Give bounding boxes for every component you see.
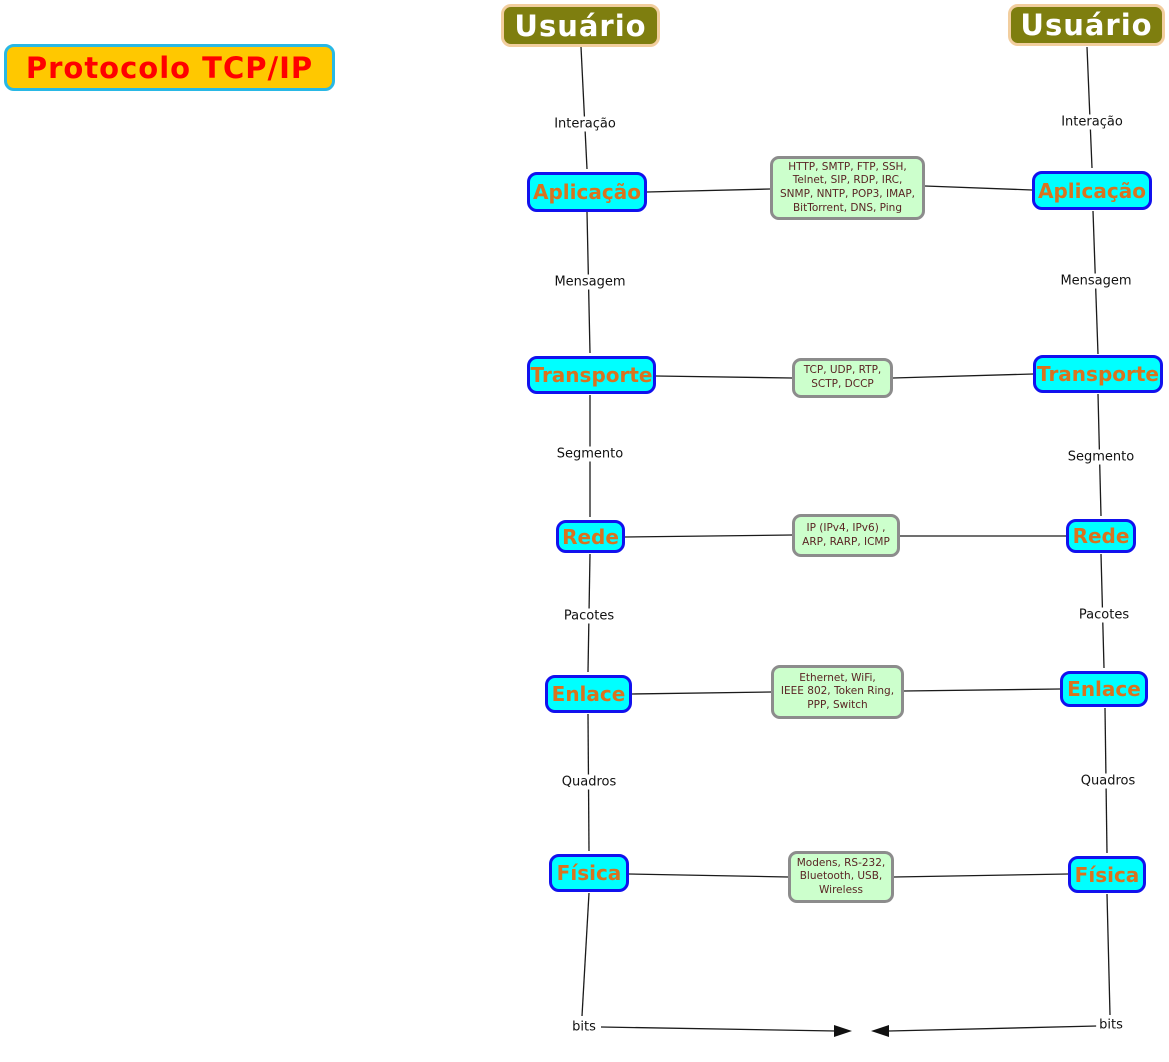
layer-label: Aplicação: [533, 180, 641, 204]
layer-node-rede-right: Rede: [1066, 519, 1136, 553]
layer-node-aplicacao-left: Aplicação: [527, 172, 647, 212]
edge-label-quadros-left: Quadros: [558, 774, 620, 790]
user-label: Usuário: [1020, 8, 1153, 42]
layer-node-transporte-right: Transporte: [1033, 355, 1163, 393]
layer-label: Rede: [1072, 524, 1130, 548]
layer-node-transporte-left: Transporte: [527, 356, 656, 394]
connector-line: [580, 46, 588, 170]
edge-label-segmento-right: Segmento: [1064, 449, 1138, 465]
user-node-left: Usuário: [501, 4, 660, 47]
edge-label-interacao-right: Interação: [1058, 114, 1126, 130]
layer-node-rede-left: Rede: [556, 520, 625, 553]
connector-line: [581, 892, 590, 1017]
protocol-line: ARP, RARP, ICMP: [802, 535, 890, 548]
protocol-box-physical: Modens, RS-232, Bluetooth, USB, Wireless: [788, 851, 894, 903]
layer-label: Física: [1074, 862, 1140, 887]
layer-node-enlace-left: Enlace: [545, 675, 632, 713]
edge-label-segmento-left: Segmento: [553, 446, 627, 462]
protocol-box-application: HTTP, SMTP, FTP, SSH, Telnet, SIP, RDP, …: [770, 156, 925, 220]
layer-label: Enlace: [1067, 677, 1141, 701]
arrowhead-left-pointing: [871, 1025, 889, 1037]
edge-label-interacao-left: Interação: [551, 116, 619, 132]
edge-label-mensagem-right: Mensagem: [1057, 273, 1135, 289]
connector-line: [628, 873, 789, 878]
connector-line: [631, 691, 772, 695]
protocol-line: SNMP, NNTP, POP3, IMAP,: [779, 188, 915, 200]
layer-label: Enlace: [551, 682, 626, 706]
connector-line: [924, 185, 1033, 191]
bits-arrow-line-right: [887, 1025, 1098, 1032]
edge-label-pacotes-left: Pacotes: [560, 608, 618, 624]
protocol-line: HTTP, SMTP, FTP, SSH,: [788, 160, 907, 173]
protocol-line: TCP, UDP, RTP,: [803, 364, 882, 377]
connector-line: [1106, 893, 1111, 1016]
protocol-line: SCTP, DCCP: [811, 378, 874, 390]
protocol-line: PPP, Switch: [807, 698, 868, 711]
user-label: Usuário: [514, 8, 647, 43]
arrowhead-right-pointing: [834, 1025, 852, 1037]
connector-line: [893, 873, 1069, 878]
connector-line: [903, 688, 1061, 692]
protocol-box-link: Ethernet, WiFi, IEEE 802, Token Ring, PP…: [771, 665, 904, 719]
edge-label-mensagem-left: Mensagem: [551, 274, 629, 290]
connector-line: [892, 373, 1034, 379]
protocol-line: Ethernet, WiFi,: [799, 671, 876, 684]
layer-label: Física: [556, 861, 622, 885]
protocol-line: Telnet, SIP, RDP, IRC,: [792, 174, 903, 187]
layer-label: Transporte: [530, 363, 653, 387]
protocol-line: IP (IPv4, IPv6) ,: [806, 521, 886, 534]
protocol-line: Wireless: [819, 883, 863, 896]
layer-label: Transporte: [1037, 362, 1159, 386]
edge-label-bits-right: bits: [1096, 1017, 1126, 1033]
diagram-title-text: Protocolo TCP/IP: [25, 50, 314, 85]
layer-node-fisica-right: Física: [1068, 856, 1146, 893]
bits-arrow-line-left: [600, 1026, 837, 1032]
layer-label: Rede: [562, 524, 619, 549]
layer-node-enlace-right: Enlace: [1060, 671, 1148, 707]
layer-node-aplicacao-right: Aplicação: [1032, 171, 1152, 210]
connector-line: [624, 534, 793, 538]
layer-node-fisica-left: Física: [549, 854, 629, 892]
connector-line: [655, 375, 793, 379]
connector-line: [1086, 46, 1093, 169]
protocol-line: BitTorrent, DNS, Ping: [792, 201, 903, 214]
protocol-line: IEEE 802, Token Ring,: [780, 685, 895, 698]
edge-label-bits-left: bits: [569, 1019, 599, 1035]
connector-line: [646, 188, 771, 193]
protocol-line: Modens, RS-232,: [796, 856, 886, 869]
diagram-title: Protocolo TCP/IP: [4, 44, 335, 91]
protocol-line: Bluetooth, USB,: [799, 870, 883, 883]
user-node-right: Usuário: [1008, 4, 1165, 46]
edge-label-quadros-right: Quadros: [1077, 773, 1139, 789]
protocol-box-network: IP (IPv4, IPv6) , ARP, RARP, ICMP: [792, 514, 900, 557]
protocol-box-transport: TCP, UDP, RTP, SCTP, DCCP: [792, 358, 893, 398]
edge-label-pacotes-right: Pacotes: [1075, 607, 1133, 623]
layer-label: Aplicação: [1038, 178, 1146, 203]
